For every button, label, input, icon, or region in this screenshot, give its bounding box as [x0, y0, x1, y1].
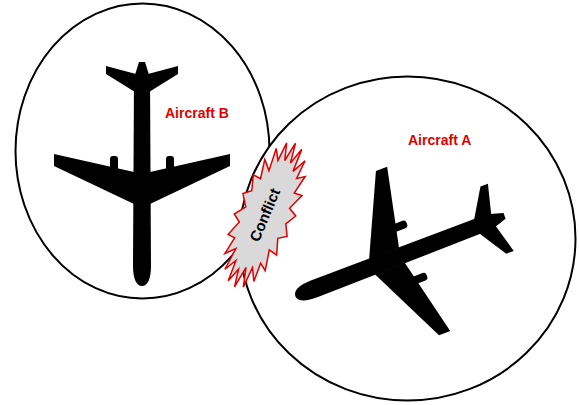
aircraft-label: Aircraft A [408, 132, 471, 148]
ellipse-shape [16, 4, 270, 299]
aircraft-label: Aircraft B [165, 105, 229, 121]
ellipse-outline [238, 75, 577, 402]
aircraft-zone: Aircraft A [238, 75, 577, 402]
ellipse-shape [240, 77, 576, 401]
